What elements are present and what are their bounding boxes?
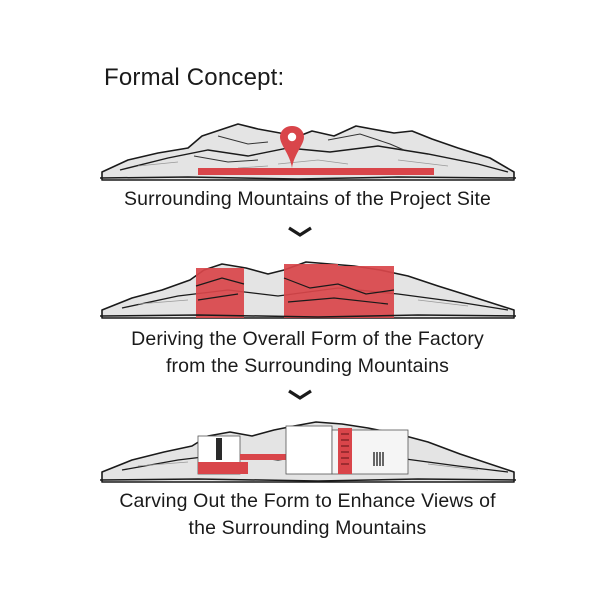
caption-line: Carving Out the Form to Enhance Views of [119, 490, 496, 512]
factory-mass-middle [284, 264, 338, 318]
carved-factory-form [197, 425, 409, 475]
caption-line: from the Surrounding Mountains [165, 355, 450, 377]
factory-mass-right [338, 266, 394, 318]
mountain-sketch-masses [99, 261, 517, 319]
mountain-contour [137, 461, 479, 471]
mountain-ridge-line [195, 277, 395, 305]
mountain-contour [137, 159, 449, 169]
mountain-ridge-line [193, 133, 405, 163]
ground-line [99, 176, 517, 180]
mountain-sketch-site [99, 123, 517, 181]
mountain-sketch-carved [99, 421, 517, 483]
caption-line: Surrounding Mountains of the Project Sit… [123, 188, 492, 210]
building-red-fin [338, 428, 352, 474]
step-caption: Deriving the Overall Form of the Factory… [0, 326, 615, 380]
step-caption: Carving Out the Form to Enhance Views of… [0, 488, 615, 542]
caption-line: the Surrounding Mountains [188, 517, 427, 539]
building-base-accent [198, 462, 248, 474]
building-vent-slats [373, 452, 384, 466]
factory-mass-left [196, 268, 244, 318]
building-bridge [240, 454, 286, 460]
chevron-down-icon [288, 226, 312, 237]
chevron-down-icon [288, 389, 312, 400]
mountain-silhouette [101, 123, 515, 181]
building-louvres [341, 433, 349, 465]
caption-line: Deriving the Overall Form of the Factory [131, 328, 484, 350]
ground-line [99, 314, 517, 318]
project-site-bar [198, 168, 434, 175]
diagram-heading: Formal Concept: [104, 64, 285, 91]
location-pin-icon [280, 126, 304, 168]
step-caption: Surrounding Mountains of the Project Sit… [0, 186, 615, 213]
building-block-middle [285, 425, 333, 475]
building-window [216, 438, 222, 460]
ground-line [99, 478, 517, 482]
mountain-contour [137, 299, 469, 307]
mountain-ridge-line [119, 145, 509, 173]
